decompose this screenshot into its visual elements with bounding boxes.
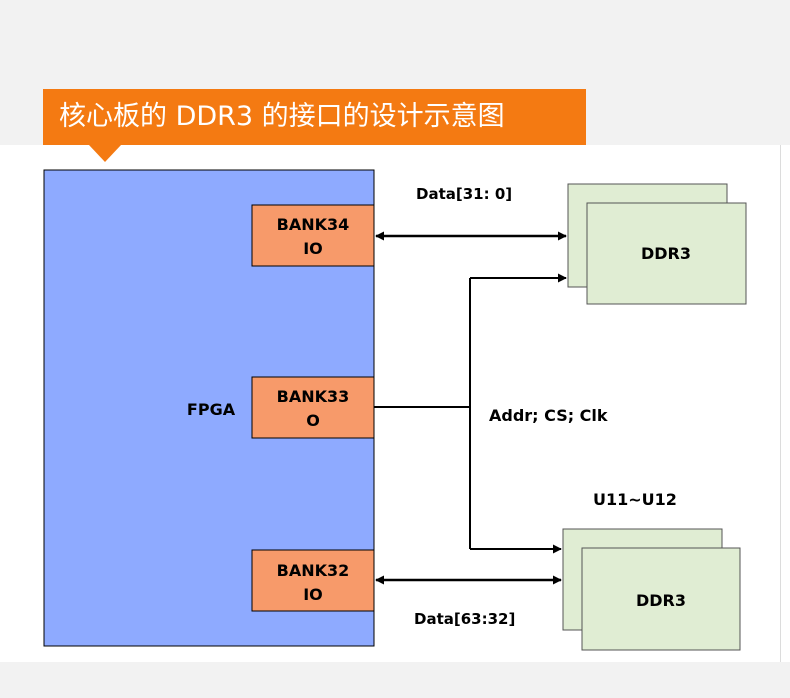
ddr3-bottom-chip bbox=[581, 547, 741, 651]
bank32-block bbox=[251, 549, 375, 612]
addr-bus-label: Addr; CS; Clk bbox=[489, 406, 608, 425]
bank32-label: BANK32 bbox=[277, 561, 350, 580]
bank33-block bbox=[251, 376, 375, 439]
bank33-o-label: O bbox=[306, 411, 320, 430]
bank34-label: BANK34 bbox=[277, 215, 350, 234]
bank34-block bbox=[251, 204, 375, 267]
ddr3-bottom-label: DDR3 bbox=[636, 591, 686, 610]
panel-border bbox=[780, 145, 781, 662]
title-banner-pointer bbox=[89, 145, 121, 162]
bank32-io-label: IO bbox=[303, 585, 323, 604]
ddr3-top-chip bbox=[586, 202, 747, 305]
ddr3-top-label: DDR3 bbox=[641, 244, 691, 263]
data-bus-top-label: Data[31: 0] bbox=[416, 185, 512, 203]
data-bus-bottom-label: Data[63:32] bbox=[414, 610, 515, 628]
title-text: 核心板的 DDR3 的接口的设计示意图 bbox=[59, 101, 505, 132]
bank34-io-label: IO bbox=[303, 239, 323, 258]
title-banner: 核心板的 DDR3 的接口的设计示意图 bbox=[43, 89, 586, 145]
chip-ref-label: U11~U12 bbox=[593, 490, 677, 509]
fpga-label: FPGA bbox=[187, 400, 236, 419]
bank33-label: BANK33 bbox=[277, 387, 350, 406]
